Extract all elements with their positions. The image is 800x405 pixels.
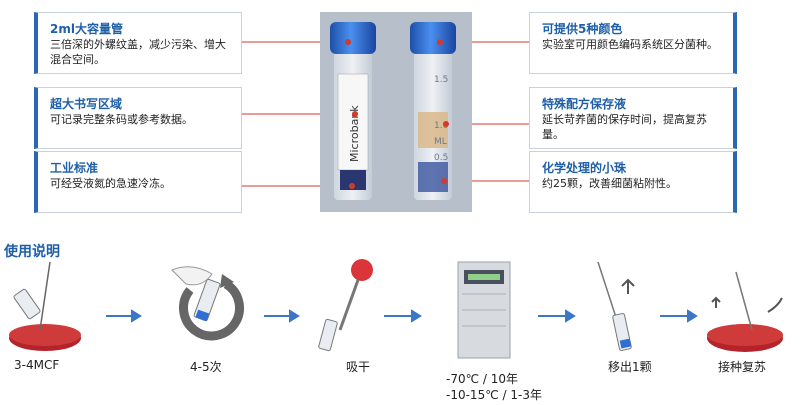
- feature-title: 超大书写区域: [50, 97, 123, 111]
- step5-illustration: [597, 261, 635, 351]
- feature-box-preservative: 特殊配方保存液 延长苛养菌的保存时间，提高复苏量。: [529, 87, 737, 149]
- feature-desc: 实验室可用颜色编码系统区分菌种。: [542, 38, 718, 51]
- usage-steps-illustration: [9, 259, 783, 359]
- step3-illustration: [318, 259, 373, 352]
- feature-title: 特殊配方保存液: [542, 97, 627, 111]
- feature-desc: 三倍深的外螺纹盖，减少污染、增大混合空间。: [50, 38, 226, 66]
- feature-box-colors: 可提供5种颜色 实验室可用颜色编码系统区分菌种。: [529, 12, 737, 74]
- feature-box-standard: 工业标准 可经受液氮的急速冷冻。: [34, 151, 242, 213]
- right-tube-cap: [410, 22, 456, 54]
- left-tube-cap: [330, 22, 376, 54]
- callout-dot: [441, 178, 447, 184]
- feature-desc: 可经受液氮的急速冷冻。: [50, 177, 171, 190]
- pipette-icon: [338, 279, 360, 331]
- callout-dot: [352, 111, 358, 117]
- step-label: 移出1颗: [608, 360, 652, 374]
- step-label: 4-5次: [190, 360, 222, 374]
- step6-illustration: [707, 271, 783, 352]
- left-tube-beads: [340, 170, 366, 190]
- scale-mark: 1.0: [434, 121, 449, 131]
- step-label: 3-4MCF: [14, 358, 60, 372]
- tube-icon: [13, 288, 41, 320]
- step-label: 吸干: [346, 360, 371, 374]
- callout-dot: [443, 121, 449, 127]
- cryotube-illustration: Microbank 1.5 1.0 ML 0.5: [330, 22, 456, 200]
- pipette-bulb-icon: [351, 259, 373, 281]
- feature-desc: 可记录完整条码或参考数据。: [50, 113, 193, 126]
- product-photo: Microbank 1.5 1.0 ML 0.5: [320, 12, 472, 212]
- hand-icon: [171, 266, 213, 286]
- tube-icon: [318, 318, 338, 352]
- left-tube-label: [337, 73, 369, 171]
- step2-illustration: [171, 266, 244, 341]
- swab-icon: [39, 261, 51, 331]
- feature-box-writing-area: 超大书写区域 可记录完整条码或参考数据。: [34, 87, 242, 149]
- tube-brand-text: Microbank: [348, 105, 361, 162]
- feature-title: 可提供5种颜色: [542, 22, 623, 36]
- right-tube-beads: [418, 162, 448, 192]
- step-label: 接种复苏: [718, 360, 767, 374]
- callout-dot: [349, 183, 355, 189]
- usage-section-title: 使用说明: [4, 244, 60, 260]
- preservative-liquid: [418, 112, 448, 148]
- feature-box-capacity: 2ml大容量管 三倍深的外螺纹盖，减少污染、增大混合空间。: [34, 12, 242, 74]
- feature-desc: 约25颗，改善细菌粘附性。: [542, 177, 677, 190]
- feature-title: 化学处理的小珠: [542, 161, 627, 175]
- swab-icon: [735, 271, 753, 331]
- feature-box-beads: 化学处理的小珠 约25颗，改善细菌粘附性。: [529, 151, 737, 213]
- step4-illustration: [457, 261, 511, 359]
- rotate-arrow-icon: [179, 280, 244, 341]
- feature-desc: 延长苛养菌的保存时间，提高复苏量。: [542, 113, 707, 141]
- step-label: -10-15℃ / 1-3年: [446, 388, 542, 402]
- scale-mark: 0.5: [434, 153, 448, 163]
- feature-title: 2ml大容量管: [50, 22, 123, 36]
- scale-mark: ML: [434, 137, 447, 147]
- callout-dot: [345, 39, 351, 45]
- feature-title: 工业标准: [50, 161, 99, 175]
- step1-illustration: [9, 261, 81, 351]
- callout-dot: [437, 39, 443, 45]
- step-label: -70℃ / 10年: [446, 372, 519, 386]
- scale-mark: 1.5: [434, 75, 448, 85]
